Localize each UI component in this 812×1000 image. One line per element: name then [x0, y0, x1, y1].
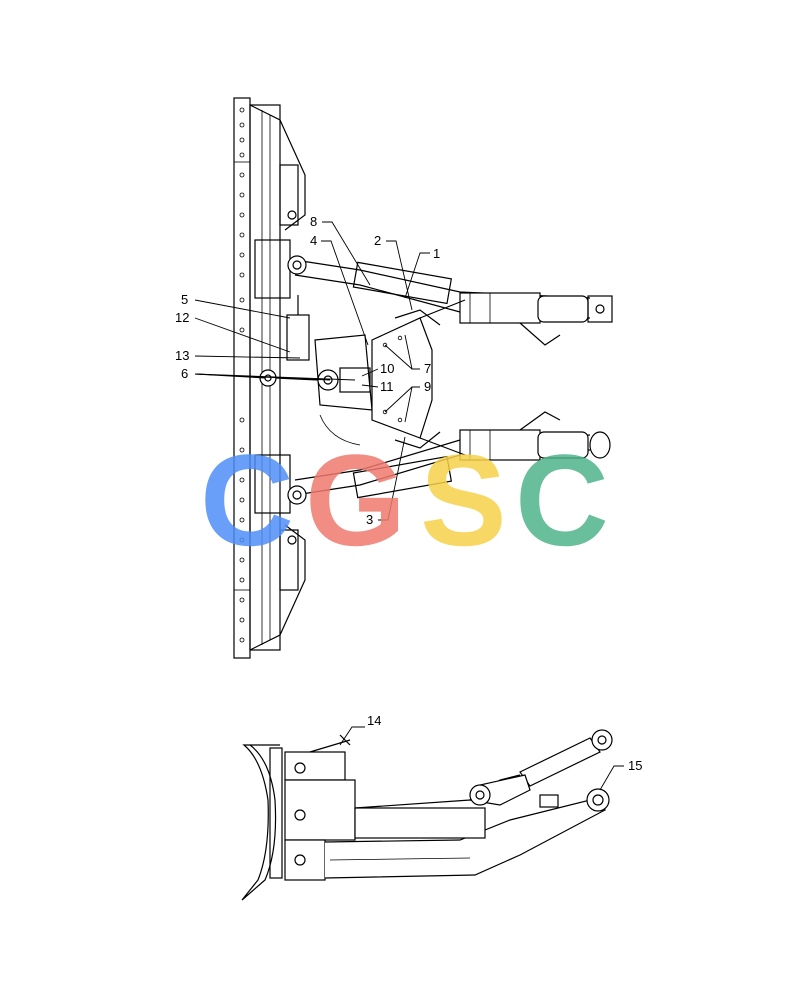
- callout-10: 10: [380, 361, 394, 376]
- watermark-letter-c1: C: [200, 427, 294, 573]
- side-view-blade-assembly: [241, 729, 613, 901]
- callout-9: 9: [424, 379, 431, 394]
- callout-5: 5: [181, 292, 188, 307]
- callout-4: 4: [310, 233, 317, 248]
- callout-2: 2: [374, 233, 381, 248]
- callout-labels: 1 2 8 4 5 12 13 6 7 10 11 9 3 14 15: [175, 214, 642, 773]
- callout-8: 8: [310, 214, 317, 229]
- top-view-blade-assembly: [233, 97, 613, 659]
- watermark-letter-s: S: [420, 427, 507, 573]
- watermark-letter-g: G: [305, 427, 406, 573]
- callout-3: 3: [366, 512, 373, 527]
- callout-1: 1: [433, 246, 440, 261]
- callout-11: 11: [380, 379, 394, 394]
- callout-15: 15: [628, 758, 642, 773]
- blade-bolt-holes: [239, 107, 245, 643]
- callout-14: 14: [367, 713, 381, 728]
- callout-7: 7: [424, 361, 431, 376]
- callout-13: 13: [175, 348, 189, 363]
- leader-lines: [194, 221, 624, 791]
- cgsc-watermark-logo: C G S C: [200, 427, 609, 573]
- callout-12: 12: [175, 310, 189, 325]
- callout-6: 6: [181, 366, 188, 381]
- watermark-letter-c2: C: [515, 427, 609, 573]
